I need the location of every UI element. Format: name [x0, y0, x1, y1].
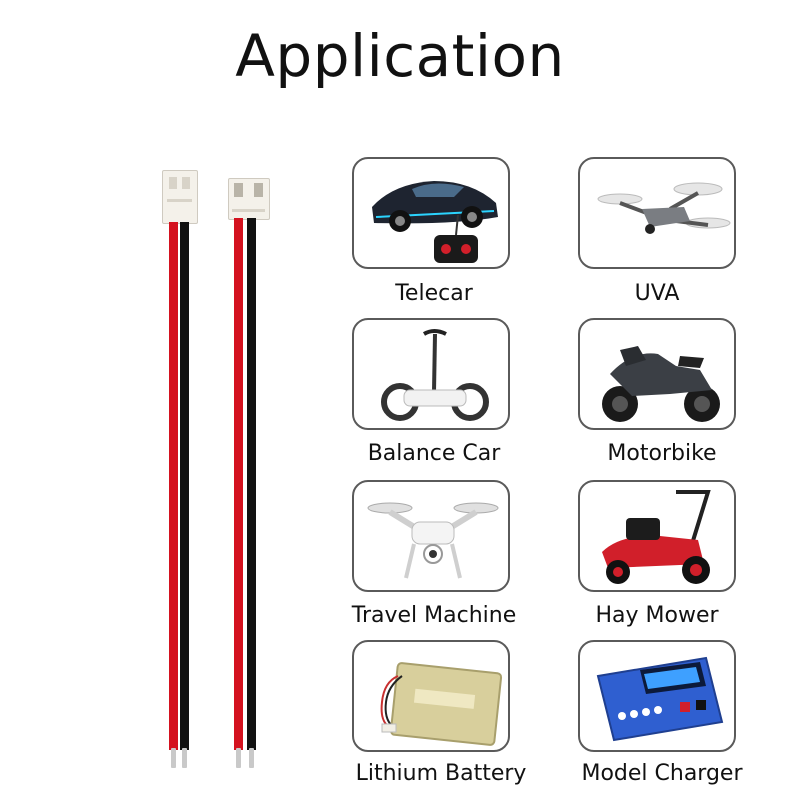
lawn-mower-icon — [602, 490, 711, 584]
label-hay-mower: Hay Mower — [595, 603, 719, 628]
page-title: Application — [235, 22, 565, 90]
card-travel-machine — [352, 480, 510, 592]
label-motorbike: Motorbike — [607, 441, 717, 466]
card-uva — [578, 157, 736, 269]
black-wire — [247, 218, 256, 750]
card-model-charger — [578, 640, 736, 752]
male-connector-housing — [228, 178, 270, 220]
card-lithium-battery — [352, 640, 510, 752]
battery-charger-icon — [596, 656, 724, 742]
cable-female-plug — [150, 160, 210, 780]
red-wire — [169, 222, 178, 750]
cable-male-plug — [220, 160, 280, 780]
lipo-battery-icon — [380, 662, 503, 746]
wire-tip — [171, 748, 176, 768]
label-balance-car: Balance Car — [367, 441, 501, 466]
label-travel-machine: Travel Machine — [351, 603, 517, 628]
black-wire — [180, 222, 189, 750]
rc-car-icon — [372, 181, 498, 263]
card-motorbike — [578, 318, 736, 430]
red-wire — [234, 218, 243, 750]
balance-scooter-icon — [381, 329, 489, 421]
wire-tip — [182, 748, 187, 768]
label-telecar: Telecar — [395, 281, 473, 306]
female-connector-housing — [162, 170, 198, 224]
card-balance-car — [352, 318, 510, 430]
wire-tip — [249, 748, 254, 768]
card-hay-mower — [578, 480, 736, 592]
label-uva: UVA — [634, 281, 680, 306]
quadcopter-icon — [597, 182, 731, 234]
motorbike-icon — [602, 346, 720, 422]
label-lithium-battery: Lithium Battery — [355, 761, 527, 786]
label-model-charger: Model Charger — [581, 761, 743, 786]
card-telecar — [352, 157, 510, 269]
wire-tip — [236, 748, 241, 768]
camera-drone-icon — [367, 502, 499, 579]
